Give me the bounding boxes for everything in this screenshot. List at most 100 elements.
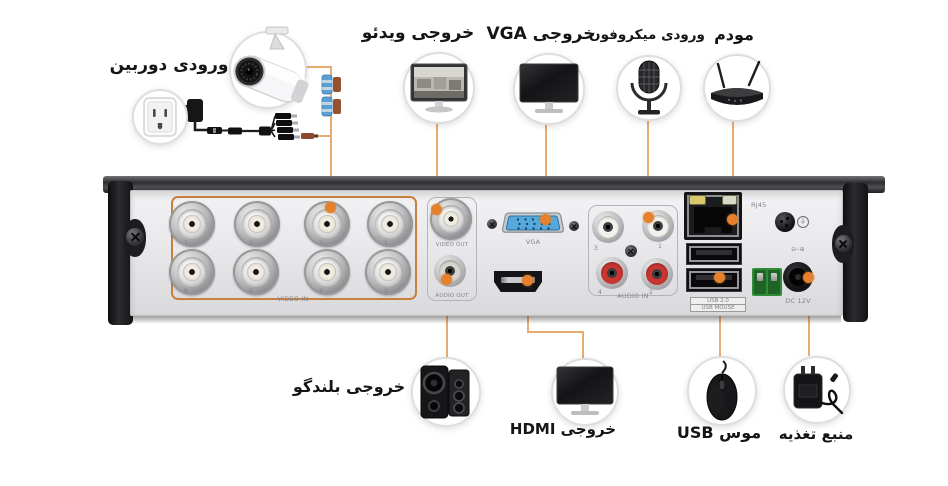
modem-dot [727, 214, 738, 225]
microphone-icon [630, 60, 668, 115]
dc-polarity: ⊖–⊕ [791, 246, 805, 253]
video-in-outline [171, 196, 417, 300]
bnc-video-in-6 [233, 249, 279, 295]
speaker-output-callout [411, 357, 481, 427]
camera-line-dot [325, 202, 336, 213]
mouse-dot [714, 272, 725, 283]
screw [569, 221, 579, 231]
dc-label: DC 12V [785, 297, 811, 305]
mouse-icon [706, 360, 738, 421]
vga-label: VGA [525, 238, 541, 246]
vga-dot [540, 214, 551, 225]
speaker-dot [441, 274, 452, 285]
mic-line [647, 117, 649, 214]
bnc-video-in-4 [304, 249, 350, 295]
ground-symbol: ⏚ [797, 216, 809, 228]
modem-line [732, 118, 734, 216]
usb-mouse-callout [687, 356, 757, 426]
cctv-camera-icon [233, 26, 309, 103]
bnc-number: 7 [184, 240, 188, 247]
label-hdmi-output: خروجی HDMI [509, 420, 617, 438]
bnc-video-in-7 [169, 201, 215, 247]
screw [126, 228, 144, 246]
speaker-line [446, 284, 448, 357]
mic-input-callout [616, 55, 682, 121]
rca-audio-in-2 [641, 258, 673, 290]
bnc-video-in-5 [234, 201, 280, 247]
video-out-label: VIDEO OUT [435, 242, 469, 248]
dvr-bottom-shadow [133, 316, 841, 324]
power-supply-callout [783, 356, 851, 424]
camera-line [291, 66, 332, 68]
video-in-label: VIDEO IN [277, 295, 309, 303]
camera-line [330, 66, 332, 205]
label-power-supply: منبع تغذیه [778, 425, 854, 443]
hdmi-port [494, 271, 542, 292]
camera-input-callout [229, 26, 309, 109]
audio-in-label: AUDIO IN [617, 292, 649, 300]
audio-in-number: 3 [594, 245, 598, 252]
hdmi-dot [522, 275, 533, 286]
bnc-number: 1 [384, 240, 388, 247]
aviation-connector [775, 212, 795, 232]
rj45-port [684, 192, 742, 240]
bnc-number: 3 [319, 240, 323, 247]
power-line [808, 281, 810, 356]
monitor-scene-icon [410, 63, 468, 113]
mouse-line [719, 282, 721, 356]
hdmi-line [527, 331, 584, 333]
audio-in-outline [588, 205, 678, 296]
bnc-number: 4 [319, 288, 323, 295]
video-out-line [436, 120, 438, 206]
audio-in-number: 1 [658, 243, 662, 250]
usb-port-top [686, 243, 742, 265]
dc-power-jack [783, 262, 813, 292]
label-camera-input: ورودی دوربین [109, 55, 229, 75]
camera-cable-assembly [182, 99, 318, 140]
video-output-callout [403, 52, 475, 124]
terminal-block [752, 268, 782, 296]
bnc-video-in-2 [365, 249, 411, 295]
bnc-number: 8 [184, 288, 188, 295]
label-modem: مودم [714, 25, 754, 44]
speakers-icon [420, 365, 470, 419]
power-dot [803, 272, 814, 283]
audio-in-number: 2 [649, 289, 653, 296]
rca-audio-in-4 [596, 257, 628, 289]
bnc-number: 6 [249, 288, 253, 295]
label-mic-input: ورودی میکروفون [589, 27, 705, 43]
hdmi-line [582, 331, 584, 358]
screw [835, 235, 852, 252]
bnc-number: 2 [384, 288, 388, 295]
audio-in-number: 4 [598, 289, 602, 296]
bnc-number: 5 [249, 240, 253, 247]
vga-port [501, 212, 565, 233]
mic-dot [643, 212, 654, 223]
usb-mouse-label: USB MOUSE [690, 304, 746, 312]
router-icon [711, 60, 763, 105]
label-video-output: خروجی ویدئو [361, 23, 475, 43]
screw [625, 245, 637, 257]
rj45-label: RJ45 [751, 201, 767, 209]
label-speaker-output: خروجی بلندگو [292, 377, 406, 396]
power-adapter-icon [793, 366, 844, 415]
vga-output-callout [513, 53, 585, 125]
label-vga-output: خروجی VGA [486, 24, 596, 44]
rca-audio-in-3 [592, 211, 624, 243]
bnc-video-in-8 [169, 249, 215, 295]
monitor-black-icon [519, 63, 579, 113]
video-out-dot [431, 204, 442, 215]
bnc-coupler-icons [321, 74, 341, 117]
wall-outlet-icon [143, 97, 177, 137]
bnc-video-in-3 [304, 201, 350, 247]
vga-line [545, 121, 547, 216]
power-outlet-callout [132, 89, 188, 145]
screw [487, 219, 497, 229]
modem-callout [703, 54, 771, 122]
audio-out-label: AUDIO OUT [435, 293, 469, 299]
video-audio-out-outline [427, 197, 477, 301]
dvr-top-rail [103, 176, 885, 193]
camera-line [313, 135, 331, 137]
bnc-video-in-1 [367, 201, 413, 247]
